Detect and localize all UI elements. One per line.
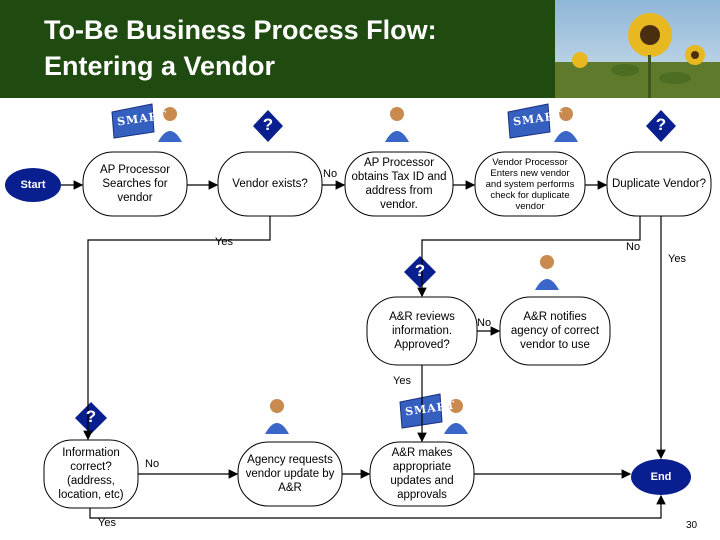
ar-reviews-label: A&R reviews information. Approved? [389, 311, 455, 351]
smart-monitor-2 [507, 103, 551, 139]
info-correct-label: Information correct? (address, location,… [58, 447, 124, 501]
start-terminal [5, 168, 61, 202]
edge-label-no-dup: No [626, 241, 641, 253]
end-terminal [631, 459, 691, 495]
edge-label-yes-review: Yes [393, 375, 411, 387]
end-label: End [650, 471, 672, 483]
edge-label-yes-dup: Yes [668, 253, 686, 265]
decision-mark-1: ? [262, 115, 274, 134]
person-icon-2 [385, 107, 409, 142]
edge-label-yes-info: Yes [98, 517, 116, 529]
decision-diamond-3 [404, 256, 436, 288]
person-icon-4 [535, 255, 559, 290]
vp-enters-label: Vendor Processor Enters new vendor and s… [485, 156, 575, 212]
page-title: To-Be Business Process Flow: Entering a … [44, 12, 544, 84]
vendor-exists-label: Vendor exists? [232, 178, 308, 190]
edge-label-no-review: No [477, 317, 492, 329]
start-label: Start [20, 179, 46, 191]
ar-notifies-label: A&R notifies agency of correct vendor to… [510, 311, 600, 351]
page-number: 30 [686, 520, 698, 531]
edge-label-yes-exists: Yes [215, 236, 233, 248]
title-line-2: Entering a Vendor [44, 51, 276, 81]
person-icon-6 [444, 399, 468, 434]
smart-monitor-1 [111, 103, 155, 139]
decision-mark-2: ? [655, 115, 667, 134]
decision-diamond-1 [253, 110, 283, 142]
title-line-1: To-Be Business Process Flow: [44, 15, 437, 45]
edge-label-no-info: No [145, 458, 160, 470]
person-icon-3 [554, 107, 578, 142]
person-icon-5 [265, 399, 289, 434]
ar-makes-label: A&R makes appropriate updates and approv… [390, 447, 454, 501]
decision-mark-3: ? [414, 261, 426, 280]
decision-diamond-2 [646, 110, 676, 142]
decision-diamond-4 [75, 402, 107, 434]
ap-search-label: AP Processor Searches for vendor [99, 164, 171, 204]
edge-label-no-exists: No [323, 168, 338, 180]
decision-mark-4: ? [85, 407, 97, 426]
sunflower-photo [555, 0, 720, 98]
duplicate-label: Duplicate Vendor? [612, 178, 706, 190]
person-icon-1 [158, 107, 182, 142]
agency-requests-label: Agency requests vendor update by A&R [245, 454, 335, 494]
smart-monitor-3 [399, 393, 443, 429]
ap-obtains-label: AP Processor obtains Tax ID and address … [351, 157, 447, 211]
